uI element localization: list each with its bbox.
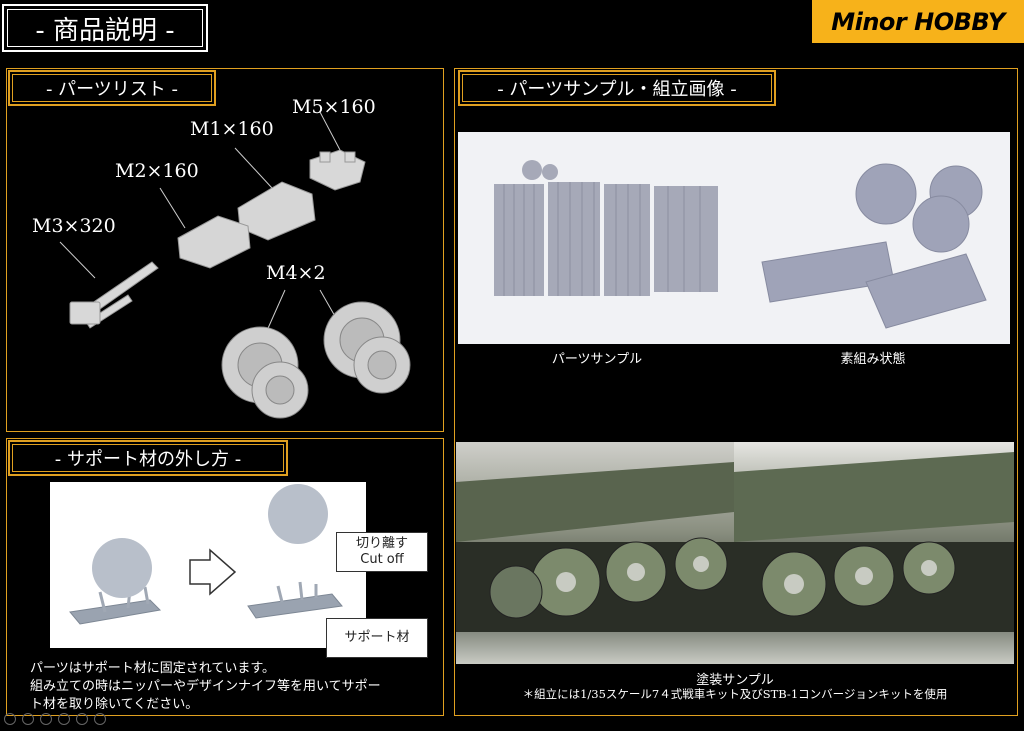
- callout-cut-en: Cut off: [360, 552, 404, 567]
- samples-heading: - パーツサンプル・組立画像 -: [458, 70, 776, 106]
- samples-heading-text: - パーツサンプル・組立画像 -: [497, 79, 737, 100]
- photo-painted-left: [456, 442, 734, 664]
- label-m2: M2×160: [115, 160, 199, 182]
- callout-cut-jp: 切り離す: [355, 536, 408, 551]
- caption-painted-note: ＊組立には1/35スケール7４式戦車キット及びSTB-1コンバージョンキットを使…: [522, 687, 948, 701]
- support-diagram: [50, 482, 366, 648]
- part-m1: [237, 181, 316, 241]
- caption-painted: 塗装サンプル: [696, 673, 774, 688]
- note-line-2: 組み立ての時はニッパーやデザインナイフ等を用いてサポー: [30, 679, 381, 694]
- play-icon[interactable]: [22, 713, 34, 725]
- support-diagram-svg: [69, 484, 343, 625]
- prev-icon[interactable]: [4, 713, 16, 725]
- leader-m2: [159, 187, 186, 229]
- viewer-toolbar[interactable]: [4, 713, 106, 725]
- label-m5: M5×160: [292, 96, 376, 118]
- part-m3: [69, 261, 159, 329]
- support-heading-text: - サポート材の外し方 -: [54, 449, 242, 470]
- label-m3: M3×320: [32, 215, 116, 237]
- leader-m5: [319, 111, 341, 151]
- page-title-text: - 商品説明 -: [35, 15, 175, 46]
- note-line-3: ト材を取り除いてください。: [30, 697, 199, 712]
- pen-icon[interactable]: [40, 713, 52, 725]
- callout-cut-off: 切り離す Cut off: [336, 532, 428, 572]
- note-line-1: パーツはサポート材に固定されています。: [30, 661, 276, 676]
- parts-list-panel: [6, 68, 444, 432]
- label-m4: M4×2: [266, 262, 326, 284]
- support-panel: [6, 438, 444, 716]
- part-m4-sprockets: [221, 301, 411, 419]
- brand-logo: Minor HOBBY: [812, 0, 1024, 43]
- photo-parts-sample: [458, 132, 736, 344]
- more-icon[interactable]: [94, 713, 106, 725]
- label-m1: M1×160: [190, 118, 274, 140]
- callout-support: サポート材: [326, 618, 428, 658]
- copy-icon[interactable]: [58, 713, 70, 725]
- parts-list-heading: - パーツリスト -: [8, 70, 216, 106]
- callout-support-text: サポート材: [344, 630, 410, 645]
- leader-m3: [59, 241, 96, 279]
- caption-parts-sample: パーツサンプル: [551, 352, 643, 367]
- photo-painted-right: [734, 442, 1014, 664]
- caption-assembled: 素組み状態: [840, 352, 906, 367]
- part-m5: [309, 149, 366, 191]
- brand-text: Minor HOBBY: [831, 7, 1005, 36]
- photo-assembled: [736, 132, 1010, 344]
- support-heading: - サポート材の外し方 -: [8, 440, 288, 476]
- zoom-icon[interactable]: [76, 713, 88, 725]
- leader-m1: [234, 147, 273, 189]
- parts-illustration: [59, 111, 411, 419]
- part-m2: [177, 215, 251, 269]
- support-note: パーツはサポート材に固定されています。 組み立ての時はニッパーやデザインナイフ等…: [30, 660, 440, 714]
- page-title: - 商品説明 -: [2, 4, 208, 52]
- samples-panel: [454, 68, 1018, 716]
